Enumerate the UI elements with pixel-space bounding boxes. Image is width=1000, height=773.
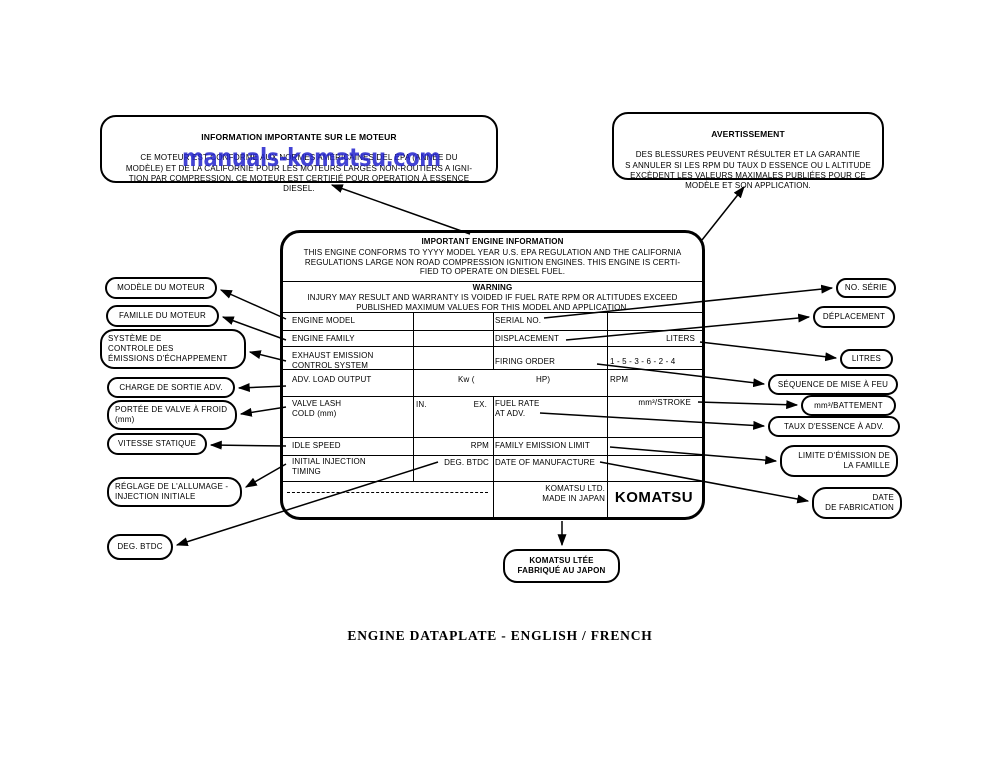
cell-mm3-stroke: mm³/STROKE [638,398,691,407]
cell-hp: HP) [536,375,551,384]
callout-label: CHARGE DE SORTIE ADV. [119,382,223,392]
callout-deg-btdc: DEG. BTDC [107,534,173,560]
callout-portee-de-valve: PORTÉE DE VALVE À FROID (mm) [107,400,237,430]
engine-dataplate: IMPORTANT ENGINE INFORMATION THIS ENGINE… [280,230,705,520]
warning-box-body: DES BLESSURES PEUVENT RÉSULTER ET LA GAR… [625,150,871,191]
cell-firing-order: FIRING ORDER [495,357,556,366]
plate-warning-title: WARNING [472,283,513,292]
cell-liters: LITERS [666,334,695,343]
callout-systeme-de-controle: SYSTÈME DE CONTROLE DES ÉMISSIONS D'ÉCHA… [100,329,246,369]
cell-date-of-manufacture: DATE OF MANUFACTURE [495,458,596,467]
info-box: INFORMATION IMPORTANTE SUR LE MOTEUR CE … [100,115,498,193]
watermark: manuals-komatsu.com [182,143,441,172]
col-line [493,312,494,369]
row-line [283,437,702,438]
callout-sequence-mise-a-feu: SÉQUENCE DE MISE À FEU [768,374,898,395]
callout-no-serie: NO. SÉRIE [836,278,896,298]
callout-mm3-battement: mm³/BATTEMENT [801,395,896,416]
warning-box: AVERTISSEMENT DES BLESSURES PEUVENT RÉSU… [612,112,884,190]
callout-komatsu-ltee: KOMATSU LTÉE FABRIQUÉ AU JAPON [503,549,620,583]
dashed-placeholder [287,492,488,493]
callout-label: LIMITE D'ÉMISSION DE LA FAMILLE [798,451,890,470]
callout-label: MODÈLE DU MOTEUR [117,283,205,293]
row-line [283,481,702,482]
cell-deg-btdc: DEG. BTDC [444,458,489,467]
callout-label: RÉGLAGE DE L'ALLUMAGE - INJECTION INITIA… [115,482,229,501]
komatsu-logo: KOMATSU [614,489,694,506]
page-caption: ENGINE DATAPLATE - ENGLISH / FRENCH [347,628,653,643]
callout-reglage-allumage: RÉGLAGE DE L'ALLUMAGE - INJECTION INITIA… [107,477,242,507]
cell-engine-family: ENGINE FAMILY [292,334,355,343]
row-line [283,346,702,347]
callout-label: mm³/BATTEMENT [814,400,883,410]
callout-litres: LITRES [840,349,893,369]
cell-engine-model: ENGINE MODEL [292,316,356,325]
plate-intro: THIS ENGINE CONFORMS TO YYYY MODEL YEAR … [303,248,682,276]
row-line [283,312,702,313]
callout-limite-emission: LIMITE D'ÉMISSION DE LA FAMILLE [780,445,898,477]
plate-title: IMPORTANT ENGINE INFORMATION [421,237,564,246]
callout-label: DEG. BTDC [117,542,163,552]
info-box-title: INFORMATION IMPORTANTE SUR LE MOTEUR [201,132,397,143]
plate-warning-body: INJURY MAY RESULT AND WARRANTY IS VOIDED… [307,293,678,312]
row-line [283,455,702,456]
callout-date-de-fabrication: DATE DE FABRICATION [812,487,902,519]
cell-rpm-adv: RPM [610,375,629,384]
callout-deplacement: DÉPLACEMENT [813,306,895,328]
cell-exhaust-emission: EXHAUST EMISSION CONTROL SYSTEM [292,351,374,370]
cell-kw: Kw ( [458,375,475,384]
cell-valve-lash: VALVE LASH COLD (mm) [292,399,342,418]
divider [283,281,702,282]
col-line [493,396,494,517]
row-line [283,396,702,397]
cell-initial-injection: INITIAL INJECTION TIMING [292,457,366,476]
callout-label: NO. SÉRIE [844,283,888,293]
callout-label: SYSTÈME DE CONTROLE DES ÉMISSIONS D'ÉCHA… [108,334,228,363]
cell-firing-order-value: 1 - 5 - 3 - 6 - 2 - 4 [610,357,676,366]
callout-label: DATE DE FABRICATION [825,493,894,512]
warning-box-title: AVERTISSEMENT [711,129,785,140]
callout-label: FAMILLE DU MOTEUR [119,311,206,321]
cell-maker: KOMATSU LTD. MADE IN JAPAN [542,484,605,503]
cell-displacement: DISPLACEMENT [495,334,560,343]
callout-vitesse-statique: VITESSE STATIQUE [107,433,207,455]
callout-label: PORTÉE DE VALVE À FROID (mm) [115,405,228,424]
callout-label: KOMATSU LTÉE FABRIQUÉ AU JAPON [517,556,606,575]
cell-rpm-idle: RPM [470,441,489,450]
col-line [413,312,414,481]
cell-ex: EX. [473,400,487,409]
row-line [283,330,702,331]
cell-adv-load-output: ADV. LOAD OUTPUT [292,375,372,384]
cell-in: IN. [416,400,427,409]
cell-fuel-rate: FUEL RATE AT ADV. [495,399,540,418]
callout-label: TAUX D'ESSENCE À ADV. [784,421,884,431]
callout-label: DÉPLACEMENT [822,312,886,322]
cell-serial-no: SERIAL NO. [495,316,542,325]
callout-label: VITESSE STATIQUE [117,439,197,449]
callout-taux-essence: TAUX D'ESSENCE À ADV. [768,416,900,437]
callout-charge-de-sortie: CHARGE DE SORTIE ADV. [107,377,235,398]
info-box-body: CE MOTEUR EST CONFORME AUX NORMES AMÉRIC… [125,153,473,194]
callout-label: SÉQUENCE DE MISE À FEU [777,379,889,389]
cell-idle-speed: IDLE SPEED [292,441,341,450]
cell-family-emission-limit: FAMILY EMISSION LIMIT [495,441,590,450]
callout-label: LITRES [851,354,882,364]
callout-modele-du-moteur: MODÈLE DU MOTEUR [105,277,217,299]
row-line [283,369,702,370]
callout-famille-du-moteur: FAMILLE DU MOTEUR [106,305,219,327]
